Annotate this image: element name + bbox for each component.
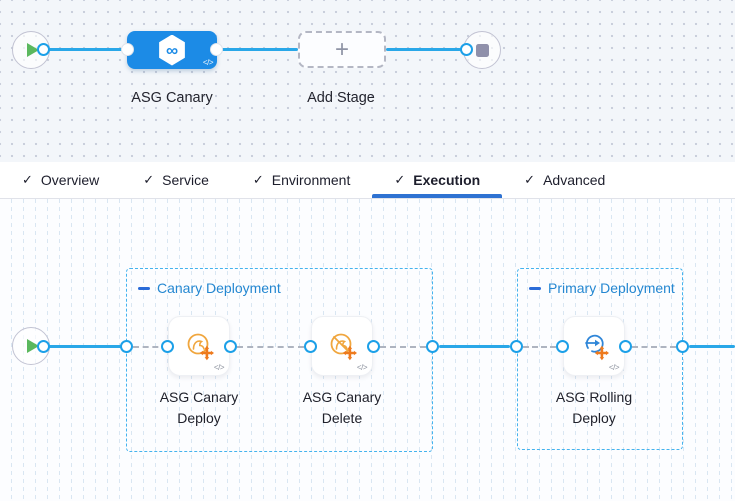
- end-node-port[interactable]: [460, 43, 473, 56]
- connector-line: [439, 345, 510, 348]
- group-out-port[interactable]: [676, 340, 689, 353]
- group-label-canary-deployment[interactable]: Canary Deployment: [138, 280, 281, 296]
- connector-dashed: [380, 346, 426, 348]
- stage-in-port[interactable]: [121, 43, 134, 56]
- step-out-port[interactable]: [224, 340, 237, 353]
- execution-start-node[interactable]: [12, 327, 50, 365]
- harness-cd-icon: ∞: [159, 34, 185, 66]
- check-icon: ✓: [143, 172, 155, 187]
- asg-rolling-deploy-icon: [585, 334, 609, 361]
- play-icon: [26, 339, 39, 353]
- group-in-port[interactable]: [120, 340, 133, 353]
- connector-dashed: [133, 346, 168, 348]
- check-icon: ✓: [252, 172, 264, 187]
- connector-line: [689, 345, 735, 348]
- step-in-port[interactable]: [161, 340, 174, 353]
- step-out-port[interactable]: [619, 340, 632, 353]
- check-icon: ✓: [22, 172, 33, 187]
- group-label-primary-deployment[interactable]: Primary Deployment: [529, 280, 675, 296]
- step-asg-canary-delete[interactable]: </>: [311, 316, 373, 376]
- stop-icon: [475, 43, 489, 57]
- step-group-canary-deployment[interactable]: [126, 268, 433, 452]
- connector-dashed: [523, 346, 556, 348]
- plus-icon: +: [334, 35, 349, 63]
- code-view-icon[interactable]: </>: [608, 363, 620, 372]
- connector-dashed: [632, 346, 676, 348]
- code-view-icon[interactable]: </>: [213, 363, 225, 372]
- tab-environment[interactable]: ✓ Environment: [252, 172, 351, 188]
- play-icon: [26, 43, 39, 57]
- stage-node-asg-canary[interactable]: ∞ </>: [127, 31, 217, 69]
- stage-config-tabs: ✓ Overview ✓ Service ✓ Environment ✓ Exe…: [0, 162, 735, 199]
- connector-dashed: [237, 346, 304, 348]
- connector-line: [217, 48, 298, 51]
- collapse-icon[interactable]: [529, 286, 541, 290]
- code-view-icon[interactable]: </>: [202, 58, 214, 67]
- add-stage-label: Add Stage: [307, 90, 375, 106]
- step-asg-rolling-deploy[interactable]: </>: [563, 316, 625, 376]
- code-view-icon[interactable]: </>: [356, 363, 368, 372]
- tab-advanced[interactable]: ✓ Advanced: [524, 172, 606, 188]
- execution-graph-canvas[interactable]: Canary Deployment </>: [0, 199, 735, 501]
- stage-name-label: ASG Canary: [131, 90, 213, 106]
- tab-execution[interactable]: ✓ Execution: [372, 162, 502, 198]
- step-name-label: ASG Canary Delete: [302, 389, 382, 426]
- connector-line: [43, 48, 128, 51]
- check-icon: ✓: [524, 172, 536, 187]
- step-out-port[interactable]: [367, 340, 380, 353]
- stage-out-port[interactable]: [210, 43, 223, 56]
- stage-graph-canvas[interactable]: ∞ </> + ASG Canary Add Stage: [0, 0, 735, 162]
- add-stage-button[interactable]: +: [298, 31, 386, 68]
- step-in-port[interactable]: [304, 340, 317, 353]
- connector-line: [43, 345, 127, 348]
- step-group-primary-deployment[interactable]: [517, 268, 683, 450]
- group-in-port[interactable]: [510, 340, 523, 353]
- collapse-icon[interactable]: [138, 286, 150, 290]
- start-node-port[interactable]: [37, 43, 50, 56]
- asg-canary-delete-icon: [330, 333, 357, 361]
- step-in-port[interactable]: [556, 340, 569, 353]
- tab-service[interactable]: ✓ Service: [143, 172, 209, 188]
- step-name-label: ASG Canary Deploy: [159, 389, 239, 426]
- group-out-port[interactable]: [426, 340, 439, 353]
- tab-overview[interactable]: ✓ Overview: [22, 172, 100, 188]
- connector-line: [386, 48, 461, 51]
- start-node-port[interactable]: [37, 340, 50, 353]
- step-name-label: ASG Rolling Deploy: [555, 389, 633, 426]
- check-icon: ✓: [394, 172, 406, 187]
- asg-canary-deploy-icon: [187, 333, 214, 361]
- step-asg-canary-deploy[interactable]: </>: [168, 316, 230, 376]
